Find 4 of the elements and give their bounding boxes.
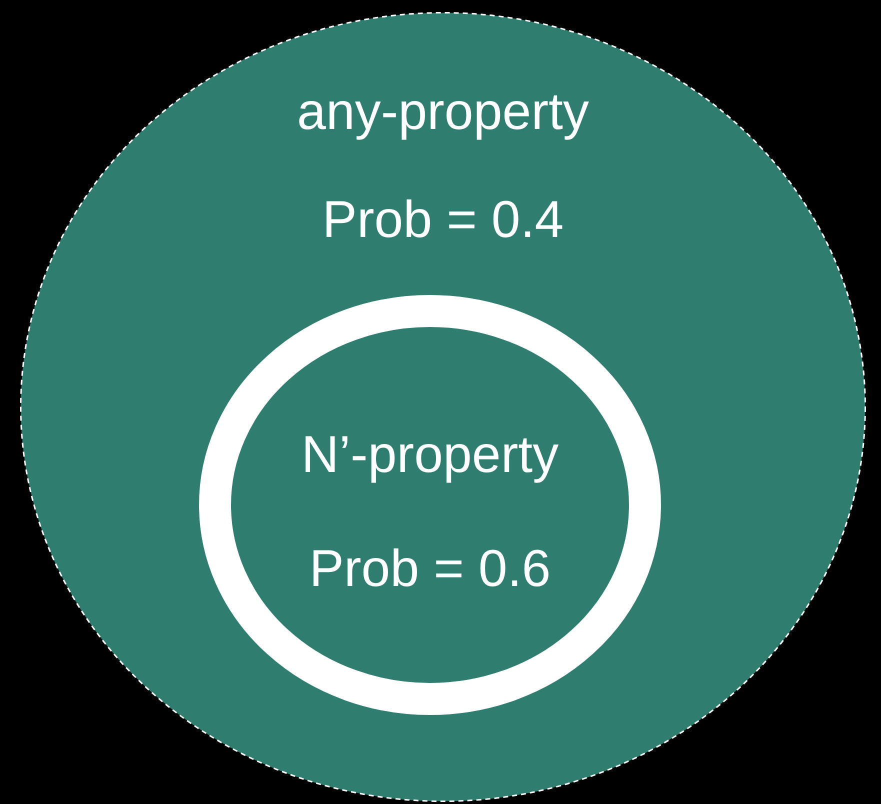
probability-label: Prob = 0.6 bbox=[309, 541, 551, 598]
property-label: N’-property bbox=[301, 427, 559, 484]
property-label: any-property bbox=[297, 84, 589, 142]
probability-label: Prob = 0.4 bbox=[322, 192, 564, 250]
